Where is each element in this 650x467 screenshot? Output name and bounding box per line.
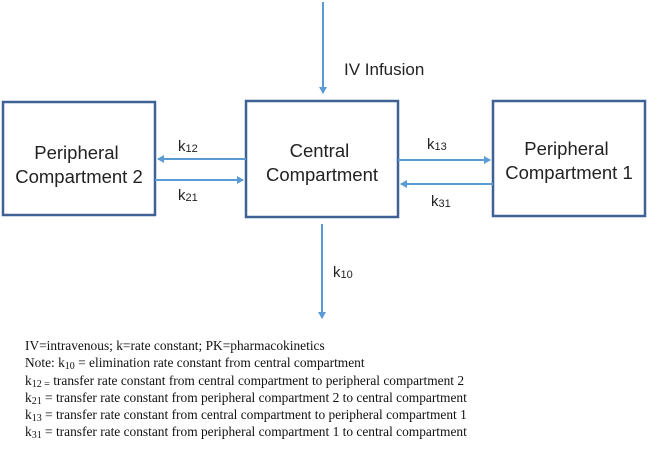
peripheral-compartment-1-line2: Compartment 1 bbox=[505, 162, 633, 183]
peripheral-compartment-1-label: Peripheral Compartment 1 bbox=[505, 138, 633, 183]
k21-label-sub: 21 bbox=[186, 192, 198, 204]
k21-label: k21 bbox=[178, 187, 198, 204]
note-k21-text: = transfer rate constant from peripheral… bbox=[41, 389, 467, 405]
k13-label: k13 bbox=[427, 136, 447, 153]
figure-notes: IV=intravenous; k=rate constant; PK=phar… bbox=[25, 337, 645, 441]
peripheral-compartment-2-box bbox=[1, 100, 157, 217]
note-k21-sub: 21 bbox=[31, 395, 42, 407]
note-k12: k12 = transfer rate constant from centra… bbox=[25, 372, 645, 390]
note-k12-prefix: k bbox=[25, 372, 32, 388]
note-abbreviations: IV=intravenous; k=rate constant; PK=phar… bbox=[25, 338, 325, 353]
note-k31-prefix: k bbox=[25, 424, 32, 440]
note-k10-sub: 10 bbox=[64, 361, 75, 373]
note-k13-prefix: k bbox=[25, 407, 32, 423]
k12-label: k12 bbox=[178, 138, 198, 155]
peripheral-compartment-1-box bbox=[491, 99, 647, 218]
note-k10: Note: k10 = elimination rate constant fr… bbox=[25, 354, 645, 373]
peripheral-compartment-2-line2: Compartment 2 bbox=[15, 166, 143, 187]
k31-label-base: k bbox=[431, 193, 439, 210]
k10-label-base: k bbox=[333, 264, 341, 281]
iv-infusion-label: IV Infusion bbox=[344, 60, 424, 79]
note-k13-sub: 13 bbox=[31, 413, 42, 425]
peripheral-compartment-2-line1: Peripheral bbox=[34, 142, 118, 163]
note-k31-sub: 31 bbox=[31, 430, 42, 442]
note-k12-text: transfer rate constant from central comp… bbox=[49, 372, 465, 388]
k12-label-sub: 12 bbox=[186, 143, 198, 155]
pk-model-diagram: IV Infusion Peripheral Compartment 2 Cen… bbox=[1, 2, 647, 319]
note-k10-prefix: Note: k bbox=[25, 355, 65, 371]
k13-label-sub: 13 bbox=[435, 141, 447, 153]
note-k13: k13 = transfer rate constant from centra… bbox=[25, 406, 645, 425]
central-compartment-line2: Compartment bbox=[266, 164, 378, 185]
peripheral-compartment-1-line1: Peripheral bbox=[524, 138, 608, 159]
note-k31-text: = transfer rate constant from peripheral… bbox=[41, 424, 467, 440]
k10-label: k10 bbox=[333, 264, 353, 281]
k13-label-base: k bbox=[427, 136, 435, 153]
k31-label-sub: 31 bbox=[439, 198, 451, 210]
central-compartment-box bbox=[244, 99, 400, 219]
note-k13-text: = transfer rate constant from central co… bbox=[41, 407, 467, 423]
peripheral-compartment-2-label: Peripheral Compartment 2 bbox=[15, 142, 143, 187]
central-compartment-line1: Central bbox=[290, 140, 350, 161]
note-k12-sub: 12 = bbox=[31, 378, 50, 390]
central-compartment-label: Central Compartment bbox=[266, 140, 378, 185]
note-k10-text: = elimination rate constant from central… bbox=[74, 355, 365, 371]
k10-label-sub: 10 bbox=[341, 269, 353, 281]
note-k21-prefix: k bbox=[25, 389, 32, 405]
k21-label-base: k bbox=[178, 187, 186, 204]
k31-label: k31 bbox=[431, 193, 451, 210]
k12-label-base: k bbox=[178, 138, 186, 155]
note-k21: k21 = transfer rate constant from periph… bbox=[25, 389, 645, 407]
note-k31: k31 = transfer rate constant from periph… bbox=[25, 423, 645, 442]
